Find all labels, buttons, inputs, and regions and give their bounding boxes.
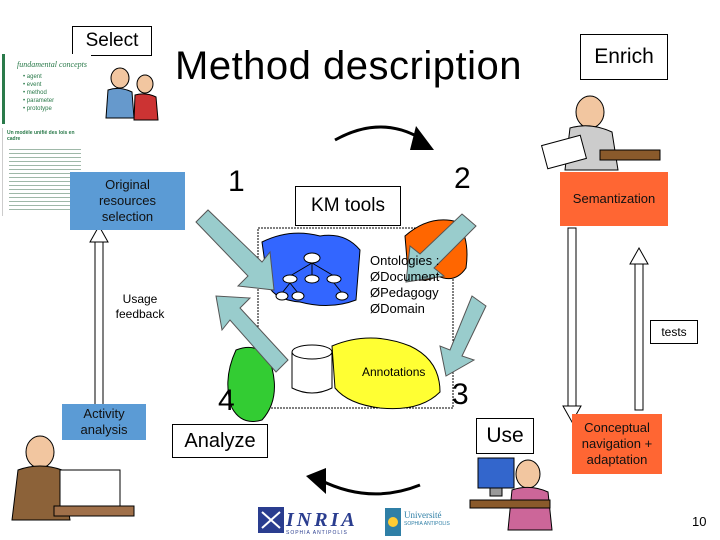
universite-subtitle: SOPHIA ANTIPOLIS — [404, 521, 450, 527]
arrow-3 — [439, 295, 487, 377]
enrich-label: Enrich — [594, 45, 654, 68]
top-cycle-arrowhead — [410, 126, 434, 150]
page-number: 10 — [692, 514, 707, 529]
tests-box: tests — [650, 320, 698, 344]
universite-wordmark: Université — [404, 510, 442, 520]
thumbnail-bullet: • event — [23, 82, 42, 88]
step-3-number: 3 — [452, 378, 469, 411]
analyze-box: Analyze — [172, 424, 268, 458]
original-resources-box: Original resources selection — [70, 172, 185, 230]
database-icon — [291, 344, 333, 394]
arrow-4 — [215, 295, 289, 373]
bottom-cycle-arrowhead — [306, 468, 326, 494]
thumbnail-heading: fundamental concepts — [17, 60, 87, 69]
thumbnail-bullet: • agent — [23, 74, 42, 80]
ontologies-list: Ontologies : ØDocument ØPedagogy ØDomain — [370, 253, 439, 317]
activity-analysis-label: Activity analysis — [80, 406, 128, 437]
yellow-annotation-shape — [331, 337, 441, 410]
person-monitor-clipart — [469, 457, 553, 531]
person-computer-clipart — [11, 435, 135, 521]
usage-feedback-label: Usage feedback — [110, 292, 170, 322]
right-side-arrow-up — [629, 246, 649, 411]
arrow-1 — [195, 209, 275, 291]
analyze-label: Analyze — [184, 429, 256, 452]
enrich-box: Enrich — [580, 34, 668, 80]
activity-analysis-box: Activity analysis — [62, 404, 146, 440]
thumbnail-bullet: • prototype — [23, 106, 52, 112]
select-box: Select — [72, 26, 152, 56]
use-label: Use — [486, 424, 524, 447]
select-label: Select — [85, 30, 139, 51]
step-4-number: 4 — [218, 384, 235, 417]
ontology-item: ØDomain — [370, 301, 425, 316]
page-title: Method description — [175, 44, 522, 88]
right-side-arrow-down — [562, 227, 582, 424]
people-clipart-top-left — [105, 67, 159, 121]
km-tools-box: KM tools — [295, 186, 401, 226]
conceptual-navigation-box: Conceptual navigation + adaptation — [572, 414, 662, 474]
inria-logo: INRIA SOPHIA ANTIPOLIS — [286, 510, 358, 536]
use-box: Use — [476, 418, 534, 454]
left-side-arrow — [89, 224, 109, 406]
universite-logo: Université SOPHIA ANTIPOLIS — [404, 510, 450, 527]
card-lines — [9, 146, 81, 210]
inria-wordmark: INRIA — [286, 509, 358, 531]
inria-subtitle: SOPHIA ANTIPOLIS — [286, 530, 348, 536]
thumbnail-bullet: • method — [23, 90, 47, 96]
semantization-label: Semantization — [572, 191, 656, 206]
person-reading-clipart — [540, 95, 661, 171]
inria-logo-mark — [258, 507, 284, 533]
bottom-cycle-arrow — [319, 478, 421, 496]
concepts-thumbnail: fundamental concepts • agent • event • m… — [2, 54, 91, 124]
ontologies-heading: Ontologies : — [370, 253, 440, 268]
top-cycle-arrow — [334, 125, 421, 142]
conceptual-navigation-label: Conceptual navigation + adaptation — [581, 420, 653, 467]
annotations-label: Annotations — [362, 365, 426, 379]
thumbnail-bullet: • parameter — [23, 98, 55, 104]
thumbnail-bullets: • agent • event • method • parameter • p… — [5, 69, 91, 113]
ontology-tree-icon — [275, 252, 349, 301]
km-tools-frame — [257, 227, 454, 409]
card-title: Un modèle unifié des lois en cadre — [7, 130, 75, 142]
original-resources-label: Original resources selection — [98, 177, 157, 224]
ontology-item: ØDocument — [370, 269, 440, 284]
step-2-number: 2 — [454, 162, 471, 195]
km-tools-label: KM tools — [311, 195, 385, 216]
step-1-number: 1 — [228, 165, 245, 198]
semantization-box: Semantization — [560, 172, 668, 226]
universite-logo-mark — [385, 508, 401, 536]
tests-label: tests — [661, 325, 687, 339]
arrow-2 — [405, 213, 477, 283]
ontology-item: ØPedagogy — [370, 285, 439, 300]
